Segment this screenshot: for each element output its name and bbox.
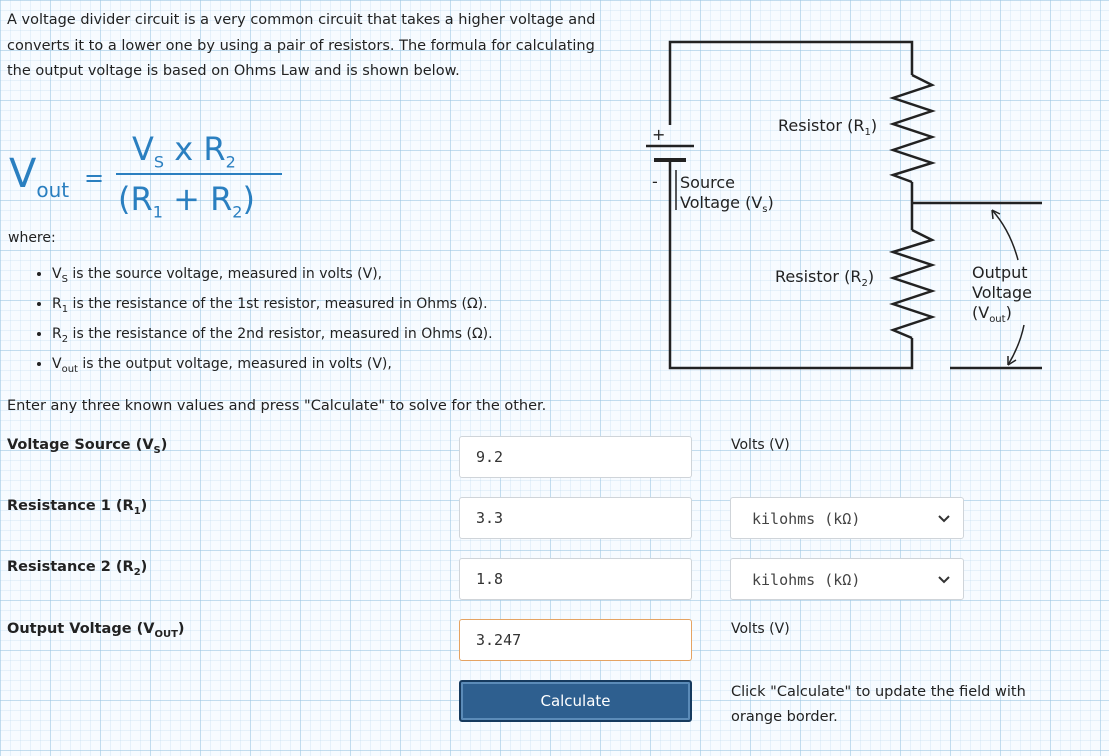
where-label: where: bbox=[8, 230, 56, 246]
intro-text: A voltage divider circuit is a very comm… bbox=[7, 12, 596, 79]
resistance-1-label: Resistance 1 (R1) bbox=[7, 498, 148, 517]
definitions-list: VS is the source voltage, measured in vo… bbox=[22, 262, 652, 382]
output-voltage-label: Output Voltage (VOUT) bbox=[7, 621, 185, 640]
resistance-2-label: Resistance 2 (R2) bbox=[7, 559, 148, 578]
calculate-button[interactable]: Calculate bbox=[459, 680, 692, 722]
voltage-source-input[interactable] bbox=[459, 436, 692, 478]
output-label-line1: Output bbox=[972, 263, 1028, 282]
voltage-divider-formula: Vout = VS x R2 (R1 + R2) bbox=[6, 126, 306, 226]
output-arrows bbox=[991, 209, 1025, 366]
battery-plus-label: + bbox=[652, 125, 665, 144]
formula-lhs: Vout bbox=[9, 151, 70, 202]
battery-minus-label: - bbox=[652, 172, 658, 191]
resistance-2-input[interactable] bbox=[459, 558, 692, 600]
definition-vs: VS is the source voltage, measured in vo… bbox=[52, 262, 652, 292]
formula-denominator: (R1 + R2) bbox=[118, 180, 255, 222]
source-label-line1: Source bbox=[680, 173, 735, 192]
voltage-source-unit: Volts (V) bbox=[731, 437, 790, 453]
definition-r1: R1 is the resistance of the 1st resistor… bbox=[52, 292, 652, 322]
formula-numerator: VS x R2 bbox=[132, 130, 236, 172]
battery-icon bbox=[646, 144, 694, 162]
resistor-2-label: Resistor (R2) bbox=[775, 267, 874, 289]
output-voltage-unit: Volts (V) bbox=[731, 621, 790, 637]
source-label-line2: Voltage (Vs) bbox=[680, 193, 774, 215]
voltage-source-label: Voltage Source (VS) bbox=[7, 437, 168, 456]
definition-vout: Vout is the output voltage, measured in … bbox=[52, 352, 652, 382]
instructions: Enter any three known values and press "… bbox=[7, 398, 547, 414]
resistance-1-unit-value: kilohms (kΩ) bbox=[752, 510, 861, 528]
resistance-2-unit-select[interactable]: kilohms (kΩ) bbox=[730, 558, 964, 600]
definition-r2: R2 is the resistance of the 2nd resistor… bbox=[52, 322, 652, 352]
chevron-down-icon bbox=[938, 515, 950, 523]
formula-fraction-bar bbox=[116, 173, 282, 175]
calculate-note: Click "Calculate" to update the field wi… bbox=[731, 684, 1026, 725]
resistance-1-unit-select[interactable]: kilohms (kΩ) bbox=[730, 497, 964, 539]
output-label-line3: (Vout) bbox=[972, 303, 1012, 325]
resistor-2-icon bbox=[888, 228, 936, 340]
resistor-1-label: Resistor (R1) bbox=[778, 116, 877, 138]
circuit-diagram: Resistor (R1) Resistor (R2) + - Source V… bbox=[646, 40, 1042, 370]
resistance-2-unit-value: kilohms (kΩ) bbox=[752, 571, 861, 589]
formula-equals: = bbox=[84, 164, 105, 192]
resistor-1-icon bbox=[889, 73, 937, 184]
output-label-line2: Voltage bbox=[972, 283, 1032, 302]
output-voltage-input[interactable] bbox=[459, 619, 692, 661]
resistance-1-input[interactable] bbox=[459, 497, 692, 539]
circuit-wires bbox=[668, 40, 1042, 370]
chevron-down-icon bbox=[938, 576, 950, 584]
